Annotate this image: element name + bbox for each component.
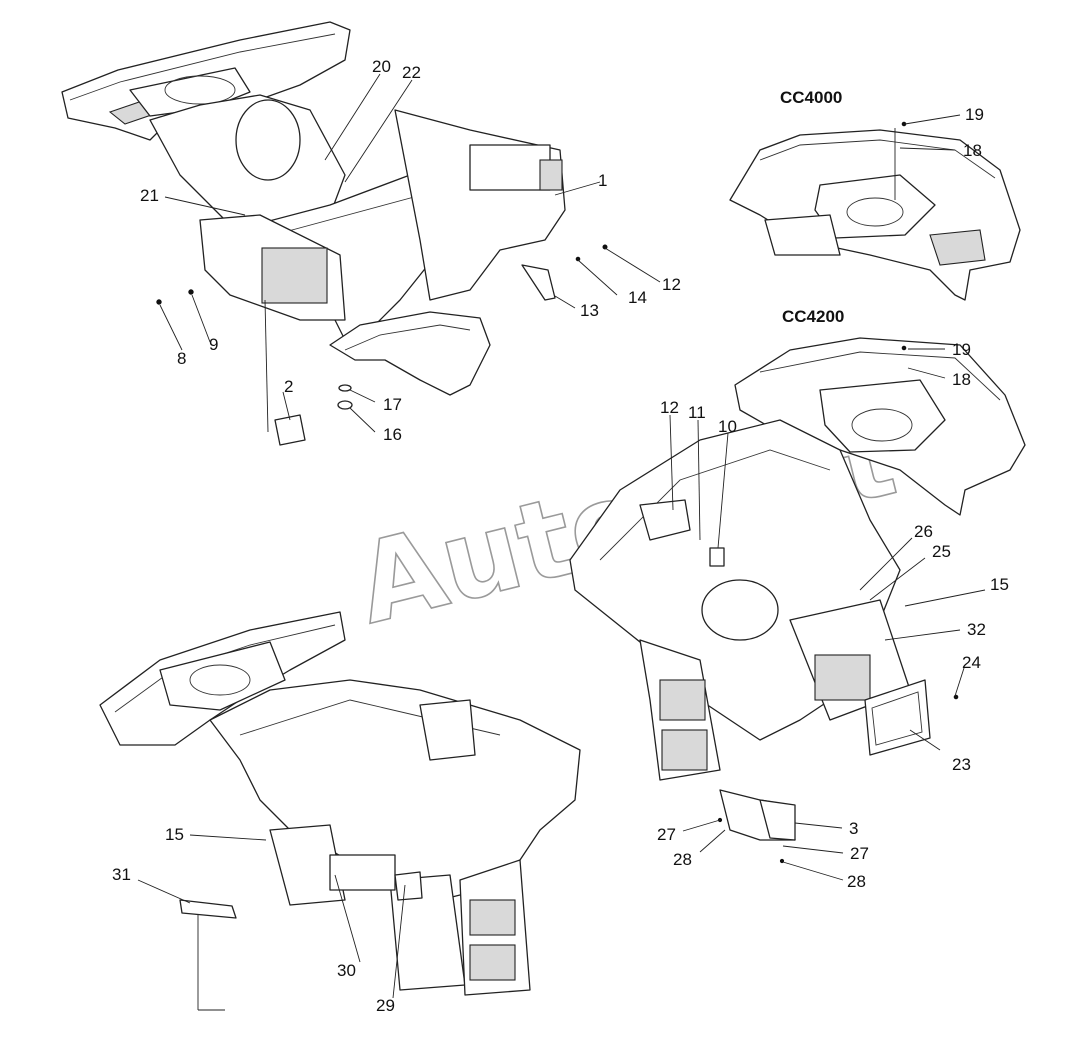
callout-18: 18 [952,370,971,389]
callout-28: 28 [673,850,692,869]
callout-labels: 20 22 1 21 12 14 13 8 9 2 17 16 19 18 19… [112,57,1009,1015]
callout-21: 21 [140,186,159,205]
callout-13: 13 [580,301,599,320]
callout-10: 10 [718,417,737,436]
callout-20: 20 [372,57,391,76]
callout-22: 22 [402,63,421,82]
front-body-assembly [61,21,608,446]
callout-28: 28 [847,872,866,891]
callout-1: 1 [598,171,607,190]
cc4000-top-panel: CC4000 [729,88,1021,301]
callout-15: 15 [165,825,184,844]
callout-12: 12 [660,398,679,417]
callout-31: 31 [112,865,131,884]
callout-2: 2 [284,377,293,396]
callout-25: 25 [932,542,951,561]
callout-15: 15 [990,575,1009,594]
model-label-cc4000: CC4000 [780,88,842,107]
callout-27: 27 [850,844,869,863]
callout-19: 19 [952,340,971,359]
callout-16: 16 [383,425,402,444]
callout-32: 32 [967,620,986,639]
rear-frame-assembly [99,611,581,996]
callout-14: 14 [628,288,647,307]
callout-9: 9 [209,335,218,354]
model-label-cc4200: CC4200 [782,307,844,326]
callout-29: 29 [376,996,395,1015]
leader-lines [137,73,986,1011]
callout-23: 23 [952,755,971,774]
callout-17: 17 [383,395,402,414]
callout-30: 30 [337,961,356,980]
callout-19: 19 [965,105,984,124]
callout-3: 3 [849,819,858,838]
cc4200-assembly: CC4200 [569,121,1026,864]
callout-11: 11 [688,403,706,422]
callout-12: 12 [662,275,681,294]
callout-8: 8 [177,349,186,368]
callout-18: 18 [963,141,982,160]
callout-27: 27 [657,825,676,844]
callout-24: 24 [962,653,981,672]
callout-26: 26 [914,522,933,541]
